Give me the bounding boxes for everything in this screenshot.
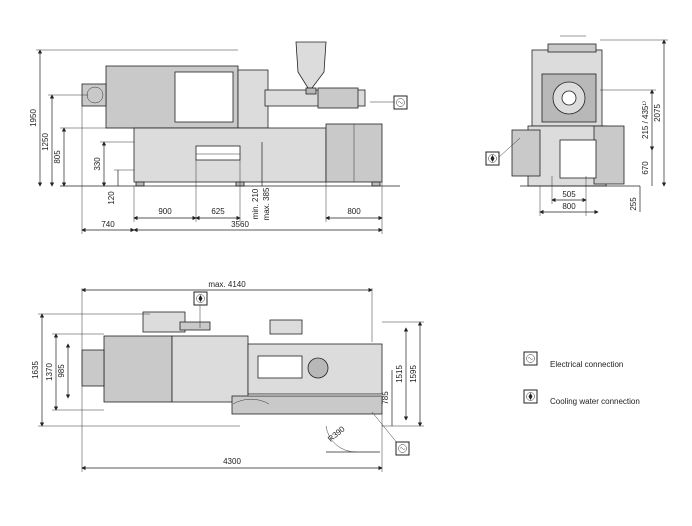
dim-2075: 2075 bbox=[653, 104, 662, 122]
dim-1250: 1250 bbox=[41, 133, 50, 151]
hopper-neck bbox=[305, 87, 317, 95]
hopper bbox=[295, 41, 327, 89]
dim-max-385: max. 385 bbox=[262, 187, 271, 220]
safety-window bbox=[174, 71, 234, 123]
top-clamp bbox=[103, 335, 173, 403]
dim-max-4140: max. 4140 bbox=[208, 280, 246, 289]
dim-670: 670 bbox=[641, 161, 650, 175]
dim-4300: 4300 bbox=[223, 457, 241, 466]
cabinet-side bbox=[511, 129, 541, 177]
dim-805: 805 bbox=[53, 150, 62, 164]
dim-330: 330 bbox=[93, 157, 102, 171]
dim-1515: 1515 bbox=[395, 365, 404, 383]
dim-min-210: min. 210 bbox=[251, 188, 260, 219]
top-view: max. 4140 4300 1635 1370 985 1595 1515 7… bbox=[31, 280, 424, 472]
dim-1635: 1635 bbox=[31, 361, 40, 379]
dim-1950: 1950 bbox=[29, 109, 38, 127]
dim-1595: 1595 bbox=[409, 365, 418, 383]
dim-215-435: 215 / 435¹⁾ bbox=[641, 101, 650, 139]
dim-900: 900 bbox=[158, 207, 172, 216]
dim-985: 985 bbox=[57, 364, 66, 378]
legend-cooling-label: Cooling water connection bbox=[550, 397, 640, 406]
dim-255: 255 bbox=[629, 197, 638, 211]
side-view: 1950 1250 805 330 120 900 625 800 740 35… bbox=[29, 41, 408, 234]
dim-785: 785 bbox=[381, 391, 390, 405]
end-view: 2075 215 / 435¹⁾ 670 255 505 800 bbox=[485, 35, 668, 216]
dim-120: 120 bbox=[107, 191, 116, 205]
dim-800-end: 800 bbox=[562, 202, 576, 211]
dim-505: 505 bbox=[562, 190, 576, 199]
platen-area bbox=[237, 69, 269, 129]
dim-740: 740 bbox=[101, 220, 115, 229]
dim-625: 625 bbox=[211, 207, 225, 216]
injection-drive bbox=[317, 87, 359, 109]
base-panel bbox=[195, 145, 241, 161]
legend-electrical-label: Electrical connection bbox=[550, 360, 623, 369]
dim-3560: 3560 bbox=[231, 220, 249, 229]
dim-1370: 1370 bbox=[45, 363, 54, 381]
dim-r390: R390 bbox=[326, 424, 347, 444]
legend: Electrical connection Cooling water conn… bbox=[523, 351, 640, 406]
dim-800-side: 800 bbox=[347, 207, 361, 216]
